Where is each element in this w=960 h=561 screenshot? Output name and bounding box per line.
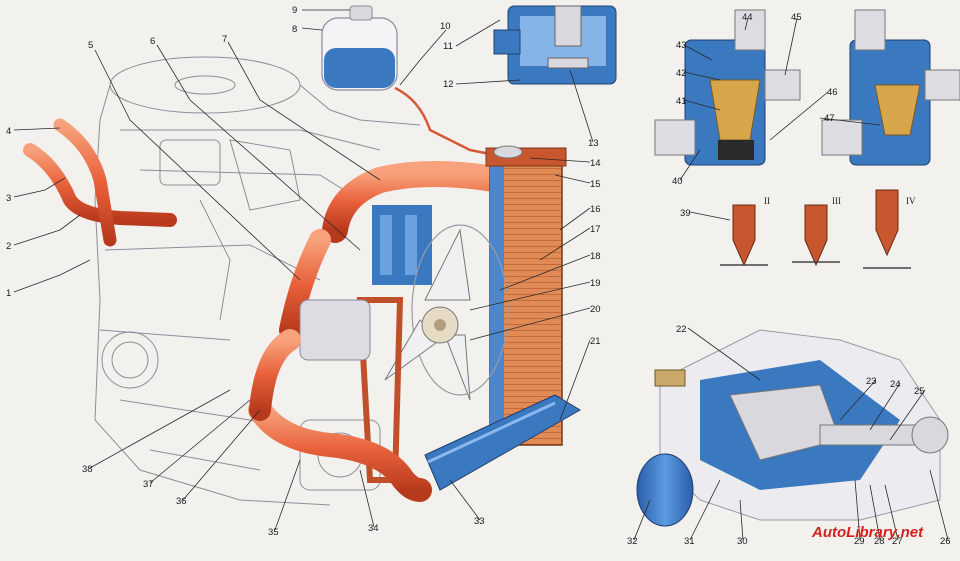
callout-46: 46 <box>827 87 838 98</box>
thermostat-cutaway-open <box>821 9 960 166</box>
radiator <box>424 145 581 491</box>
callout-11: 11 <box>443 41 453 52</box>
engine-coolant-jacket <box>372 205 432 285</box>
callout-15: 15 <box>590 179 601 190</box>
callout-26: 26 <box>940 536 951 547</box>
callout-4: 4 <box>6 126 11 137</box>
callout-42: 42 <box>676 68 687 79</box>
watermark: AutoLibrary.net <box>811 524 924 541</box>
callout-31: 31 <box>684 536 695 547</box>
upper-radiator-hose <box>279 161 513 341</box>
callout-45: 45 <box>791 12 802 23</box>
callout-43: 43 <box>676 40 687 51</box>
lower-radiator-hose <box>248 329 432 502</box>
callout-9: 9 <box>292 5 297 16</box>
heater-hoses <box>23 118 177 247</box>
callout-16: 16 <box>590 204 601 215</box>
callout-19: 19 <box>590 278 601 289</box>
callout-labels: 1 2 3 4 5 6 7 8 9 10 11 12 13 14 15 16 1… <box>6 5 951 547</box>
state-label-iv: IV <box>906 196 916 206</box>
callout-36: 36 <box>176 496 187 507</box>
engine-block <box>94 56 421 506</box>
expansion-tank <box>321 5 496 157</box>
thermostat-state-labels: II III IV <box>764 196 916 206</box>
callout-17: 17 <box>590 224 601 235</box>
callout-3: 3 <box>6 193 11 204</box>
callout-29: 29 <box>854 536 865 547</box>
radiator-cap-cutaway <box>493 5 617 85</box>
callout-1: 1 <box>6 288 11 299</box>
state-label-iii: III <box>832 196 841 206</box>
callout-6: 6 <box>150 36 155 47</box>
callout-35: 35 <box>268 527 279 538</box>
thermostat-state-iii <box>792 204 840 267</box>
callout-5: 5 <box>88 40 93 51</box>
callout-25: 25 <box>914 386 925 397</box>
callout-22: 22 <box>676 324 687 335</box>
callout-33: 33 <box>474 516 485 527</box>
callout-7: 7 <box>222 34 227 45</box>
callout-41: 41 <box>676 96 687 107</box>
callout-28: 28 <box>874 536 885 547</box>
water-pump-cutaway <box>636 329 949 527</box>
callout-34: 34 <box>368 523 379 534</box>
thermostat-state-iv <box>863 189 911 269</box>
callout-13: 13 <box>588 138 599 149</box>
callout-37: 37 <box>143 479 154 490</box>
callout-8: 8 <box>292 24 297 35</box>
callout-10: 10 <box>440 21 451 32</box>
callout-18: 18 <box>590 251 601 262</box>
callout-20: 20 <box>590 304 601 315</box>
state-label-ii: II <box>764 196 770 206</box>
callout-2: 2 <box>6 241 11 252</box>
callout-27: 27 <box>892 536 903 547</box>
callout-24: 24 <box>890 379 901 390</box>
callout-47: 47 <box>824 113 835 124</box>
callout-32: 32 <box>627 536 638 547</box>
callout-14: 14 <box>590 158 601 169</box>
thermostat-state-ii <box>720 204 768 267</box>
callout-30: 30 <box>737 536 748 547</box>
callout-40: 40 <box>672 176 683 187</box>
thermostat-cutaway-closed <box>654 9 801 166</box>
callout-23: 23 <box>866 376 877 387</box>
callout-39: 39 <box>680 208 691 219</box>
leader-lines <box>13 9 949 541</box>
callout-38: 38 <box>82 464 93 475</box>
callout-21: 21 <box>590 336 601 347</box>
callout-44: 44 <box>742 12 753 23</box>
callout-12: 12 <box>443 79 454 90</box>
